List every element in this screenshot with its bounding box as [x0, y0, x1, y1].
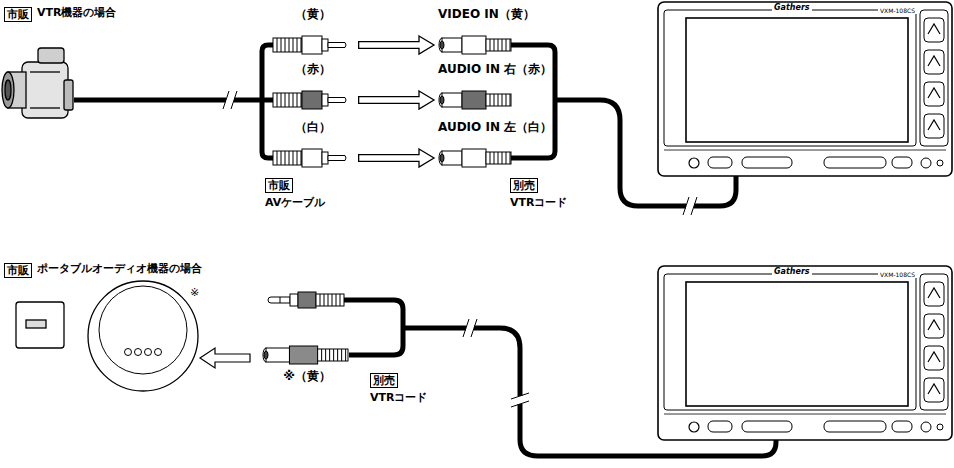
connector-color-label: AUDIO IN 左（白） [438, 120, 555, 135]
section-heading: ポータブルオーディオ機器の場合 [37, 262, 202, 275]
rca-plug [273, 36, 346, 54]
break-mark [463, 319, 477, 337]
connector-color-label: （黄） [272, 7, 354, 22]
source-tag: 市販 [4, 263, 32, 278]
break-mark [223, 91, 237, 109]
tag-text: 別売 [373, 374, 395, 387]
jack-label-group: AUDIO IN 左（白） [438, 120, 555, 168]
brand-logo: Gathers [772, 3, 812, 13]
connector-figure [262, 345, 350, 365]
camcorder [2, 48, 73, 118]
connector-figure [438, 90, 513, 110]
connector-color-label: VIDEO IN（黄） [438, 7, 537, 22]
part-name: AVケーブル [265, 196, 325, 209]
model-number: VXM-108CS [878, 7, 917, 14]
connector-color-label: ※（黄） [262, 369, 352, 384]
tag-text: 市販 [7, 8, 29, 21]
connector-color-label: （赤） [272, 62, 354, 77]
break-mark [511, 393, 529, 407]
plug-label-group: （白） [272, 120, 354, 168]
jack-label-group: VIDEO IN（黄） [438, 7, 537, 55]
cable [262, 45, 273, 158]
plug-label-group: （赤） [272, 62, 354, 110]
model-number: VXM-108CS [878, 271, 917, 278]
note-mark: ※ [190, 286, 199, 299]
part-name: VTRコード [370, 391, 428, 404]
head-unit [658, 2, 952, 176]
source-tag: 市販 [4, 7, 32, 22]
head-unit [658, 266, 952, 440]
connector-color-label: （白） [272, 120, 354, 135]
rca-jack [439, 91, 511, 109]
part-name: VTRコード [510, 196, 568, 209]
connector-figure [438, 148, 513, 168]
connector-figure [272, 90, 352, 110]
connector-figure [272, 35, 352, 55]
tag-text: 別売 [513, 179, 535, 192]
direction-arrow [200, 348, 250, 368]
rca-plug [273, 91, 346, 109]
jack-label-group: ※（黄） [262, 345, 352, 384]
connection-arrow [358, 91, 434, 109]
connection-arrow [358, 149, 434, 167]
plug-label-group: （黄） [272, 7, 354, 55]
section-heading: VTR機器の場合 [37, 6, 117, 19]
connector-figure [272, 148, 352, 168]
rca-jack [263, 346, 348, 364]
jack-label-group: AUDIO IN 右（赤） [438, 62, 555, 110]
connection-arrow [358, 36, 434, 54]
portable-audio-player [16, 281, 250, 391]
source-tag: 別売 [370, 373, 398, 388]
source-tag: 別売 [510, 178, 538, 193]
brand-logo: Gathers [772, 267, 812, 277]
connector-figure [438, 35, 513, 55]
mini-plug [268, 292, 344, 308]
tag-text: 市販 [7, 264, 29, 277]
source-tag: 市販 [265, 178, 293, 193]
rca-plug [273, 149, 346, 167]
break-mark [683, 197, 697, 215]
rca-jack [439, 36, 511, 54]
rca-jack [439, 149, 511, 167]
tag-text: 市販 [268, 179, 290, 192]
connector-color-label: AUDIO IN 右（赤） [438, 62, 555, 77]
